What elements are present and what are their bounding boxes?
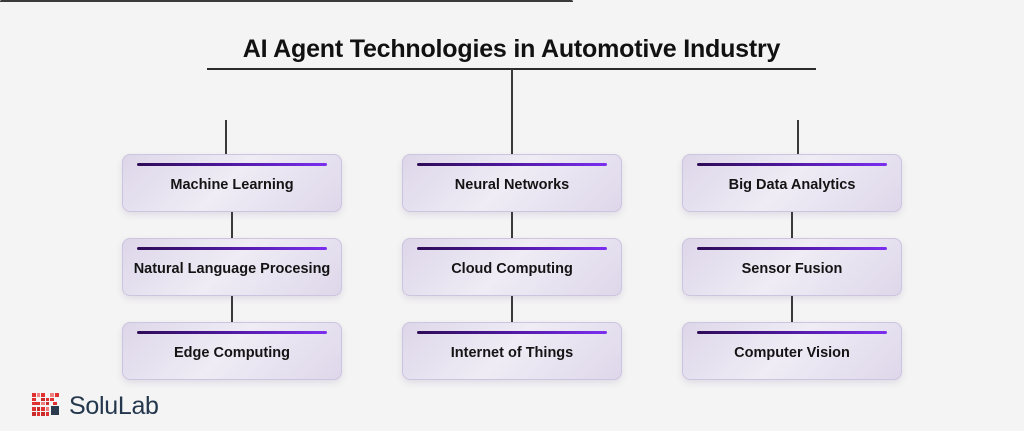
node-accent-bar — [137, 331, 327, 334]
node-edge-computing[interactable]: Edge Computing — [122, 322, 342, 380]
node-accent-bar — [417, 163, 607, 166]
node-neural-networks[interactable]: Neural Networks — [402, 154, 622, 212]
page-title: AI Agent Technologies in Automotive Indu… — [242, 35, 781, 63]
node-accent-bar — [417, 331, 607, 334]
node-big-data-analytics[interactable]: Big Data Analytics — [682, 154, 902, 212]
node-label: Natural Language Procesing — [133, 261, 331, 277]
title-block: AI Agent Technologies in Automotive Indu… — [207, 33, 816, 70]
node-label: Cloud Computing — [451, 261, 573, 277]
node-label: Sensor Fusion — [741, 261, 843, 277]
node-accent-bar — [417, 247, 607, 250]
node-cloud-computing[interactable]: Cloud Computing — [402, 238, 622, 296]
connector-drop-right — [797, 120, 799, 160]
node-label: Edge Computing — [174, 345, 290, 361]
node-computer-vision[interactable]: Computer Vision — [682, 322, 902, 380]
connector-trunk-vertical — [511, 69, 513, 159]
connector-horizontal-bus — [0, 0, 573, 2]
connector-col2-row1-row2 — [511, 212, 513, 238]
node-natural-language-processing[interactable]: Natural Language Procesing — [122, 238, 342, 296]
node-label: Machine Learning — [170, 177, 294, 193]
node-label: Big Data Analytics — [728, 177, 856, 193]
node-accent-bar — [697, 163, 887, 166]
connector-col1-row1-row2 — [231, 212, 233, 238]
node-accent-bar — [697, 331, 887, 334]
node-label: Computer Vision — [734, 345, 850, 361]
connector-col3-row2-row3 — [791, 296, 793, 322]
connector-drop-left — [225, 120, 227, 160]
logo[interactable]: SoluLab — [32, 392, 159, 420]
node-sensor-fusion[interactable]: Sensor Fusion — [682, 238, 902, 296]
connector-col3-row1-row2 — [791, 212, 793, 238]
logo-text: SoluLab — [69, 392, 159, 420]
node-accent-bar — [137, 247, 327, 250]
node-accent-bar — [697, 247, 887, 250]
node-internet-of-things[interactable]: Internet of Things — [402, 322, 622, 380]
node-accent-bar — [137, 163, 327, 166]
connector-col2-row2-row3 — [511, 296, 513, 322]
node-label: Neural Networks — [454, 177, 570, 193]
node-machine-learning[interactable]: Machine Learning — [122, 154, 342, 212]
connector-col1-row2-row3 — [231, 296, 233, 322]
node-label: Internet of Things — [450, 345, 574, 361]
solulab-pixel-mark-icon — [32, 393, 59, 416]
